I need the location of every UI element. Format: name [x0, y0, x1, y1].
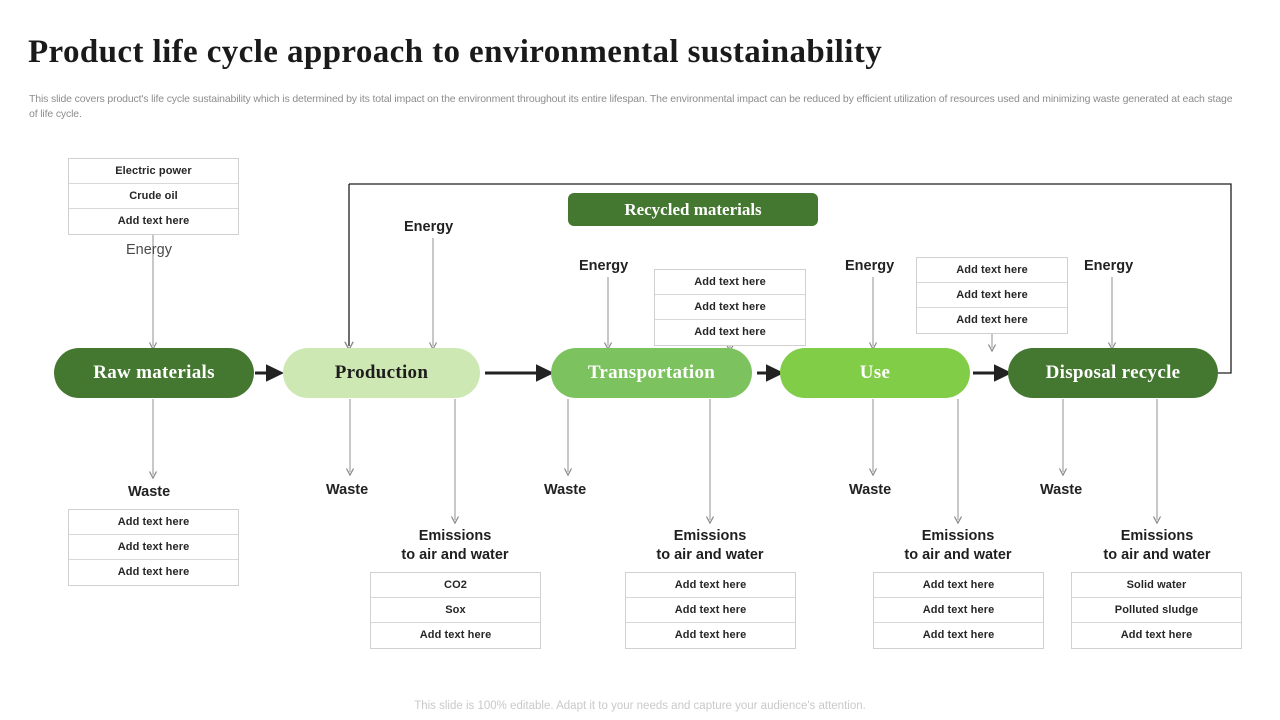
emission-arrows [450, 399, 1162, 525]
table-row[interactable]: Add text here [874, 598, 1043, 623]
table-row[interactable]: CO2 [371, 573, 540, 598]
table-row[interactable]: Add text here [117, 215, 190, 227]
table-row[interactable]: Add text here [117, 566, 190, 578]
label-waste-raw-materials: Waste [128, 484, 171, 500]
table-raw-materials-inputs[interactable]: Electric power Crude oil Add text here [68, 158, 239, 235]
table-row[interactable]: Add text here [419, 629, 492, 641]
table-row[interactable]: Electric power [69, 159, 238, 184]
waste-arrows [148, 399, 1068, 480]
label-energy-production: Energy [404, 219, 454, 235]
heading-emissions-production: Emissions to air and water [355, 527, 555, 565]
stage-raw-materials[interactable]: Raw materials [54, 348, 254, 398]
footer-note: This slide is 100% editable. Adapt it to… [414, 700, 866, 712]
label-waste-transportation: Waste [544, 482, 587, 498]
table-use-emissions[interactable]: Add text here Add text here Add text her… [873, 572, 1044, 649]
table-raw-materials-waste[interactable]: Add text here Add text here Add text her… [68, 509, 239, 586]
table-row[interactable]: Add text here [69, 510, 238, 535]
stage-transportation[interactable]: Transportation [551, 348, 752, 398]
page-title: Product life cycle approach to environme… [28, 34, 883, 70]
emissions-line-1: Emissions [673, 528, 747, 544]
table-row[interactable]: Solid water [1072, 573, 1241, 598]
table-row[interactable]: Add text here [956, 314, 1028, 326]
heading-emissions-use: Emissions to air and water [858, 527, 1058, 565]
label-waste-use: Waste [849, 482, 892, 498]
table-transportation-inputs[interactable]: Add text here Add text here Add text her… [654, 269, 806, 346]
emissions-line-2: to air and water [1103, 547, 1211, 563]
label-energy-raw-materials: Energy [126, 242, 172, 258]
label-energy-use: Energy [845, 258, 895, 274]
table-row[interactable]: Add text here [917, 258, 1067, 283]
table-row[interactable]: Sox [371, 598, 540, 623]
emissions-line-1: Emissions [418, 528, 492, 544]
emissions-line-1: Emissions [1120, 528, 1194, 544]
table-row[interactable]: Add text here [674, 629, 747, 641]
table-transportation-emissions[interactable]: Add text here Add text here Add text her… [625, 572, 796, 649]
table-use-inputs[interactable]: Add text here Add text here Add text her… [916, 257, 1068, 334]
table-row[interactable]: Add text here [922, 629, 995, 641]
label-waste-disposal: Waste [1040, 482, 1083, 498]
table-production-emissions[interactable]: CO2 Sox Add text here [370, 572, 541, 649]
emissions-line-2: to air and water [401, 547, 509, 563]
table-row[interactable]: Add text here [917, 283, 1067, 308]
table-row[interactable]: Polluted sludge [1072, 598, 1241, 623]
table-row[interactable]: Add text here [69, 535, 238, 560]
stage-production[interactable]: Production [283, 348, 480, 398]
table-row[interactable]: Add text here [655, 270, 805, 295]
table-row[interactable]: Add text here [1120, 629, 1193, 641]
recycled-materials-banner[interactable]: Recycled materials [568, 193, 818, 226]
table-disposal-emissions[interactable]: Solid water Polluted sludge Add text her… [1071, 572, 1242, 649]
heading-emissions-transportation: Emissions to air and water [610, 527, 810, 565]
label-energy-disposal: Energy [1084, 258, 1134, 274]
table-row[interactable]: Crude oil [69, 184, 238, 209]
table-row[interactable]: Add text here [626, 598, 795, 623]
table-row[interactable]: Add text here [874, 573, 1043, 598]
table-row[interactable]: Add text here [694, 326, 766, 338]
emissions-line-2: to air and water [656, 547, 764, 563]
label-energy-transportation: Energy [579, 258, 629, 274]
label-waste-production: Waste [326, 482, 369, 498]
emissions-line-2: to air and water [904, 547, 1012, 563]
stage-disposal-recycle[interactable]: Disposal recycle [1008, 348, 1218, 398]
stage-use[interactable]: Use [780, 348, 970, 398]
heading-emissions-disposal: Emissions to air and water [1057, 527, 1257, 565]
table-row[interactable]: Add text here [655, 295, 805, 320]
table-row[interactable]: Add text here [626, 573, 795, 598]
page-subtitle: This slide covers product's life cycle s… [29, 93, 1233, 120]
emissions-line-1: Emissions [921, 528, 995, 544]
